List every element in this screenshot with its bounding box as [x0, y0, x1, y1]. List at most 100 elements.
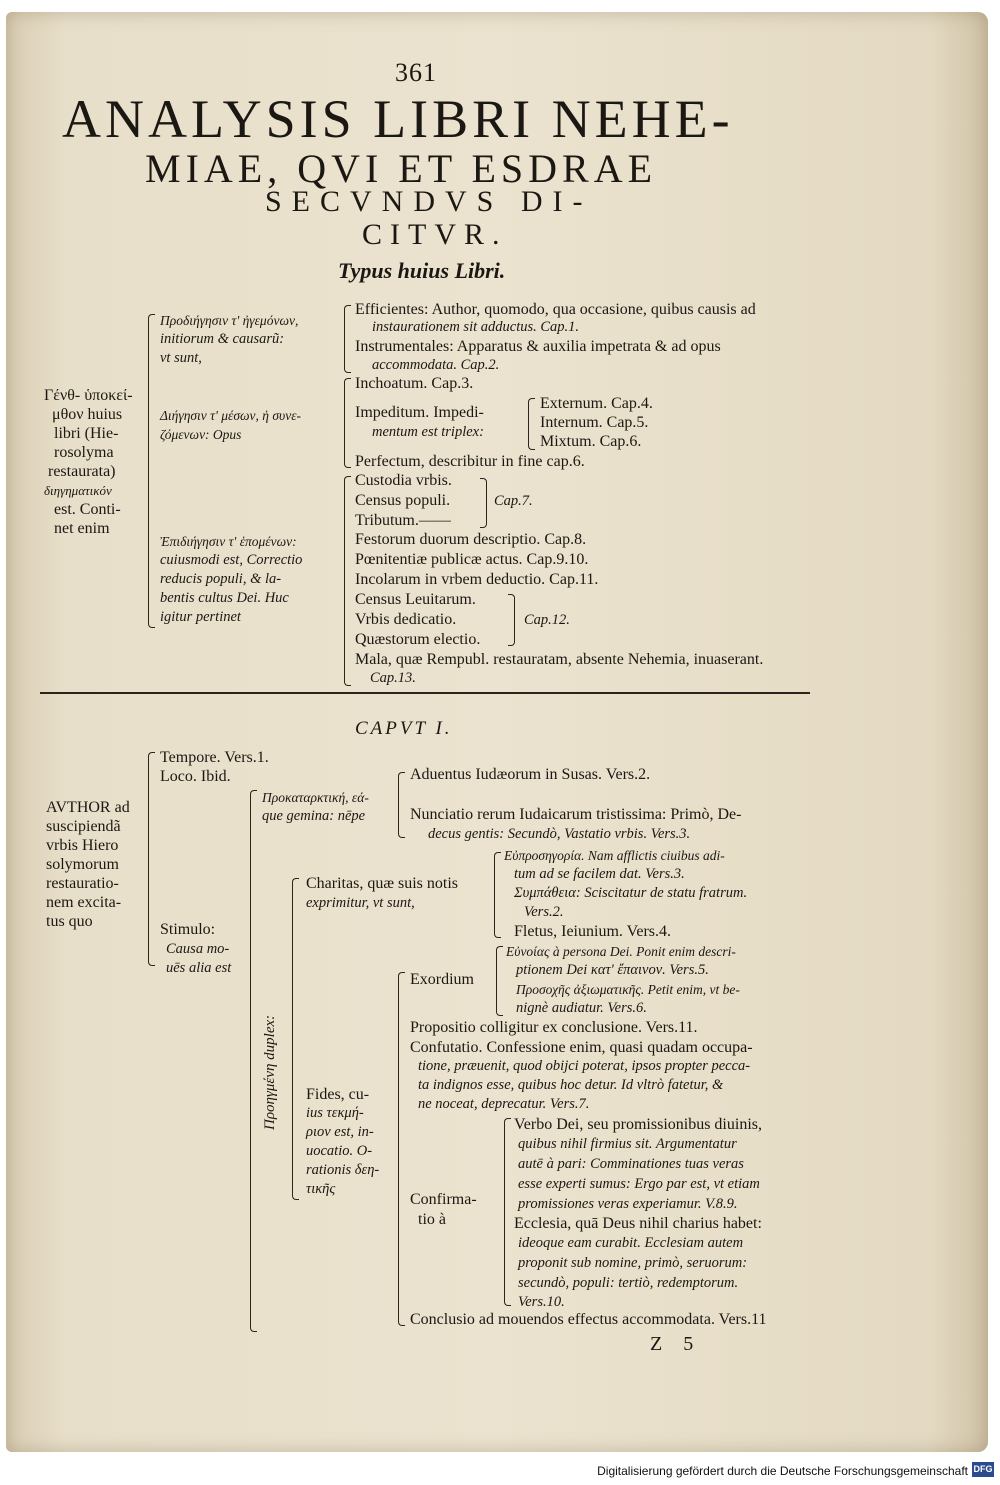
verbo: quibus nihil firmius sit. Argumentatur	[518, 1136, 737, 1152]
divider-rule	[40, 692, 810, 694]
impeditum: mentum est triplex:	[372, 424, 484, 440]
branch1-label: Προδιήγησιν τ' ἠγεμόνων,	[160, 313, 299, 328]
b3-group2-item: Quæstorum electio.	[355, 631, 481, 648]
fides-brace	[398, 972, 405, 1326]
charitas-item: Fletus, Ieiunium. Vers.4.	[514, 923, 672, 940]
fides: Fides, cu-	[306, 1086, 370, 1103]
pro-label: que gemina: nēpe	[262, 808, 366, 824]
main-brace	[148, 314, 155, 628]
mala: Mala, quæ Rempubl. restauratam, absente …	[355, 651, 764, 668]
b3-group1-item: Custodia vrbis.	[355, 472, 452, 489]
charitas-item: Εὐπροσηγορία. Nam afflictis ciuibus adi-	[504, 848, 725, 863]
exordium-item: ptionem Dei κατ' ἔπαινον. Vers.5.	[516, 962, 709, 978]
ecclesia: proponit sub nomine, primò, seruorum:	[518, 1255, 748, 1271]
verbo: autē à pari: Comminationes tuas veras	[518, 1156, 744, 1172]
impeditum-brace	[528, 398, 535, 450]
nunciatio: decus gentis: Secundò, Vastatio vrbis. V…	[428, 826, 691, 842]
charitas-item: Συμπάθεια: Sciscitatur de statu fratrum.	[514, 885, 748, 901]
exordium-item: nignè audiatur. Vers.6.	[516, 1000, 647, 1016]
chapter-heading: CAPVT I.	[355, 718, 453, 739]
text-line: libri (Hie-	[54, 425, 119, 442]
impediment-item: Internum. Cap.5.	[540, 414, 649, 431]
branch3-label: cuiusmodi est, Correctio	[160, 552, 303, 568]
stimulo: Stimulo:	[160, 921, 216, 938]
branch3-label: bentis cultus Dei. Huc	[160, 590, 289, 606]
text-line: restaurata)	[48, 463, 116, 480]
group1-cap: Cap.7.	[494, 493, 533, 509]
ecclesia: Vers.10.	[518, 1294, 565, 1310]
confirmatio-brace	[504, 1118, 511, 1306]
fides: ριον est, in-	[306, 1124, 374, 1140]
fides: ius τεκμή-	[306, 1105, 364, 1121]
propositio: Propositio colligitur ex conclusione. Ve…	[410, 1019, 698, 1036]
group2-brace	[508, 594, 515, 646]
b3-group1-item: Census populi.	[355, 492, 451, 509]
verbo: Verbo Dei, seu promissionibus diuinis,	[514, 1116, 762, 1133]
duplex-brace	[292, 878, 299, 1200]
subtitle: Typus huius Libri.	[338, 258, 506, 283]
exordium: Exordium	[410, 971, 474, 988]
loco: Loco. Ibid.	[160, 768, 231, 785]
text-line: μθον huius	[52, 406, 123, 423]
conclusio: Conclusio ad mouendos effectus accommoda…	[410, 1311, 767, 1328]
b3-item: Pœnitentiæ publicæ actus. Cap.9.10.	[355, 551, 589, 568]
b1-item: instaurationem sit adductus. Cap.1.	[372, 319, 580, 335]
confutatio: Confutatio. Confessione enim, quasi quad…	[410, 1039, 753, 1056]
stimulo-brace	[250, 790, 257, 1332]
group1-brace	[480, 478, 487, 528]
page-number: 361	[395, 58, 437, 87]
branch3-label: reducis populi, & la-	[160, 571, 282, 587]
confirmatio: tio à	[418, 1211, 446, 1228]
impediment-item: Externum. Cap.4.	[540, 395, 653, 412]
exordium-item: Προσοχῆς ἀξιωματικῆς. Petit enim, vt be-	[516, 982, 740, 997]
text-line: rosolyma	[54, 444, 114, 461]
title-line-2: MIAE, QVI ET ESDRAE	[145, 146, 658, 191]
branch2-label: ζόμενων: Opus	[160, 427, 242, 442]
book-page	[6, 12, 988, 1452]
mala: Cap.13.	[370, 670, 416, 686]
charitas: Charitas, quæ suis notis	[306, 875, 459, 892]
b3-group2-item: Census Leuitarum.	[355, 591, 476, 608]
title-line-1: ANALYSIS LIBRI NEHE-	[62, 89, 734, 149]
text-line: vrbis Hiero	[46, 837, 119, 854]
confutatio: ta indignos esse, quibus hoc detur. Id v…	[418, 1077, 724, 1093]
text-line: AVTHOR ad	[46, 799, 130, 816]
verbo: promissiones veras experiamur. V.8.9.	[518, 1196, 738, 1212]
charitas-item: tum ad se facilem dat. Vers.3.	[514, 866, 685, 882]
aduentus: Aduentus Iudæorum in Susas. Vers.2.	[410, 766, 651, 783]
pro-brace	[398, 772, 405, 838]
pro-label: Προκαταρκτική, εά-	[262, 790, 369, 805]
fides: rationis δεη-	[306, 1162, 380, 1178]
exordium-brace	[496, 946, 503, 1016]
stimulo: uēs alia est	[166, 960, 232, 976]
b3-item: Festorum duorum descriptio. Cap.8.	[355, 531, 587, 548]
verbo: esse experti sumus: Ergo par est, vt eti…	[518, 1176, 760, 1192]
inchoatum: Inchoatum. Cap.3.	[355, 375, 474, 392]
text-line: nem excita-	[46, 894, 122, 911]
stimulo: Causa mo-	[166, 941, 230, 957]
impediment-item: Mixtum. Cap.6.	[540, 433, 642, 450]
confutatio: tione, præuenit, quod obijci poterat, ip…	[418, 1058, 751, 1074]
ecclesia: Ecclesia, quā Deus nihil charius habet:	[514, 1215, 762, 1232]
text-line: διηγηματικόν	[44, 483, 112, 498]
branch1-brace	[344, 305, 351, 373]
confirmatio: Confirma-	[410, 1191, 477, 1208]
tempore: Tempore. Vers.1.	[160, 749, 269, 766]
ecclesia: ideoque eam curabit. Ecclesiam autem	[518, 1235, 744, 1251]
title-line-4: CITVR.	[362, 218, 508, 251]
b1-item: Instrumentales: Apparatus & auxilia impe…	[355, 338, 721, 355]
exordium-item: Εὐνοίας à persona Dei. Ponit enim descri…	[506, 944, 736, 959]
text-line: est. Conti-	[54, 501, 121, 518]
perfectum: Perfectum, describitur in fine cap.6.	[355, 453, 585, 470]
charitas: exprimitur, vt sunt,	[306, 895, 415, 911]
group2-cap: Cap.12.	[524, 612, 570, 628]
text-line: net enim	[54, 520, 110, 537]
caput-brace	[148, 752, 155, 966]
impeditum: Impeditum. Impedi-	[355, 404, 484, 421]
title-line-3: SECVNDVS DI-	[265, 185, 593, 218]
b1-item: accommodata. Cap.2.	[372, 357, 500, 373]
signature-mark: Z 5	[650, 1333, 702, 1355]
dfg-logo-icon[interactable]: DFG	[972, 1462, 994, 1477]
dfg-credit: Digitalisierung gefördert durch die Deut…	[597, 1464, 968, 1478]
nunciatio: Nunciatio rerum Iudaicarum tristissima: …	[410, 806, 742, 823]
